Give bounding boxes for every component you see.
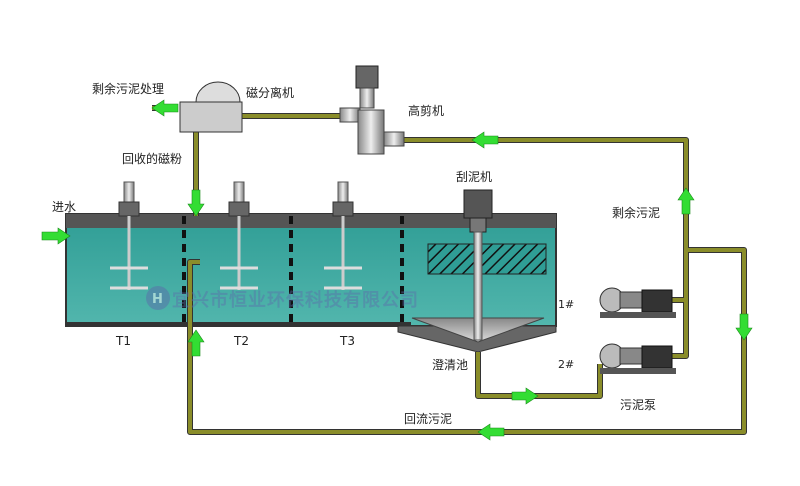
arrow-down-right [735,313,753,341]
company-watermark: 宜兴市恒业环保科技有限公司 [172,290,419,311]
arrow-return [477,423,505,441]
arrow-sludge-out [151,99,179,117]
label-surplus-sludge-treatment: 剩余污泥处理 [92,82,165,96]
label-clarifier: 澄清池 [432,358,469,372]
label-tank-t3: T3 [340,334,355,348]
magnetic-separator [179,81,243,133]
tank-partitions [182,216,404,326]
mixer-t2 [220,181,258,290]
label-magnetic-separator: 磁分离机 [246,86,295,100]
arrow-to-pump [511,387,539,405]
label-tank-t1: T1 [116,334,131,348]
mixer-t3 [324,181,362,290]
label-inlet-water: 进水 [52,200,77,214]
arrow-inlet [41,227,71,245]
flow-arrows [41,99,753,441]
label-tank-t2: T2 [234,334,249,348]
arrow-up-left [187,329,205,357]
scraper-machine [463,189,493,341]
high-shear-machine [339,65,405,155]
arrow-powder-down [187,189,205,217]
sludge-pump-1 [599,287,676,318]
label-return-sludge: 回流污泥 [404,412,453,426]
watermark-logo: H [146,286,170,310]
sludge-pump-2 [599,343,676,374]
label-scraper: 刮泥机 [456,170,493,184]
label-recovered-magnetic-powder: 回收的磁粉 [122,152,183,166]
label-sludge-pump: 污泥泵 [620,398,657,412]
arrow-up-right [677,187,695,215]
label-high-shear: 高剪机 [408,104,445,118]
inclined-plate-settler [427,243,547,275]
arrow-to-shear [471,131,499,149]
label-pump-1: 1# [558,298,575,311]
label-pump-2: 2# [558,358,575,371]
label-surplus-sludge: 剩余污泥 [612,206,661,220]
mixer-t1 [110,181,148,290]
svg-text:H: H [152,292,163,307]
mixers [110,181,362,290]
